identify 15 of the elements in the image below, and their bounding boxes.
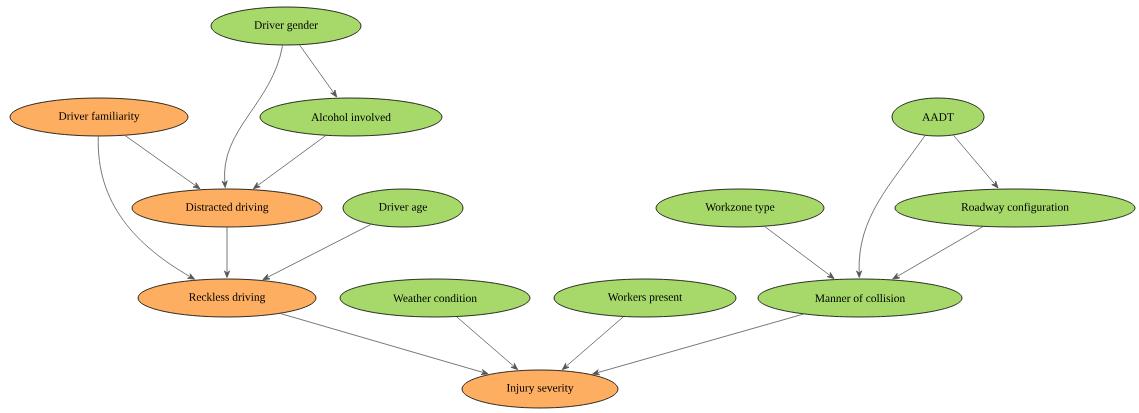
arrow: [953, 134, 999, 189]
arrow: [456, 316, 519, 371]
arrow: [280, 313, 489, 375]
arrow: [224, 227, 230, 278]
arrow: [856, 135, 926, 278]
arrow: [299, 44, 338, 98]
arrow: [124, 135, 201, 190]
arrow: [252, 135, 326, 190]
arrow: [97, 136, 195, 280]
arrow: [764, 226, 835, 279]
arrow: [221, 45, 283, 188]
arrow: [262, 224, 372, 281]
arrow: [592, 313, 804, 376]
arrow: [561, 316, 624, 371]
arrow: [892, 226, 984, 280]
